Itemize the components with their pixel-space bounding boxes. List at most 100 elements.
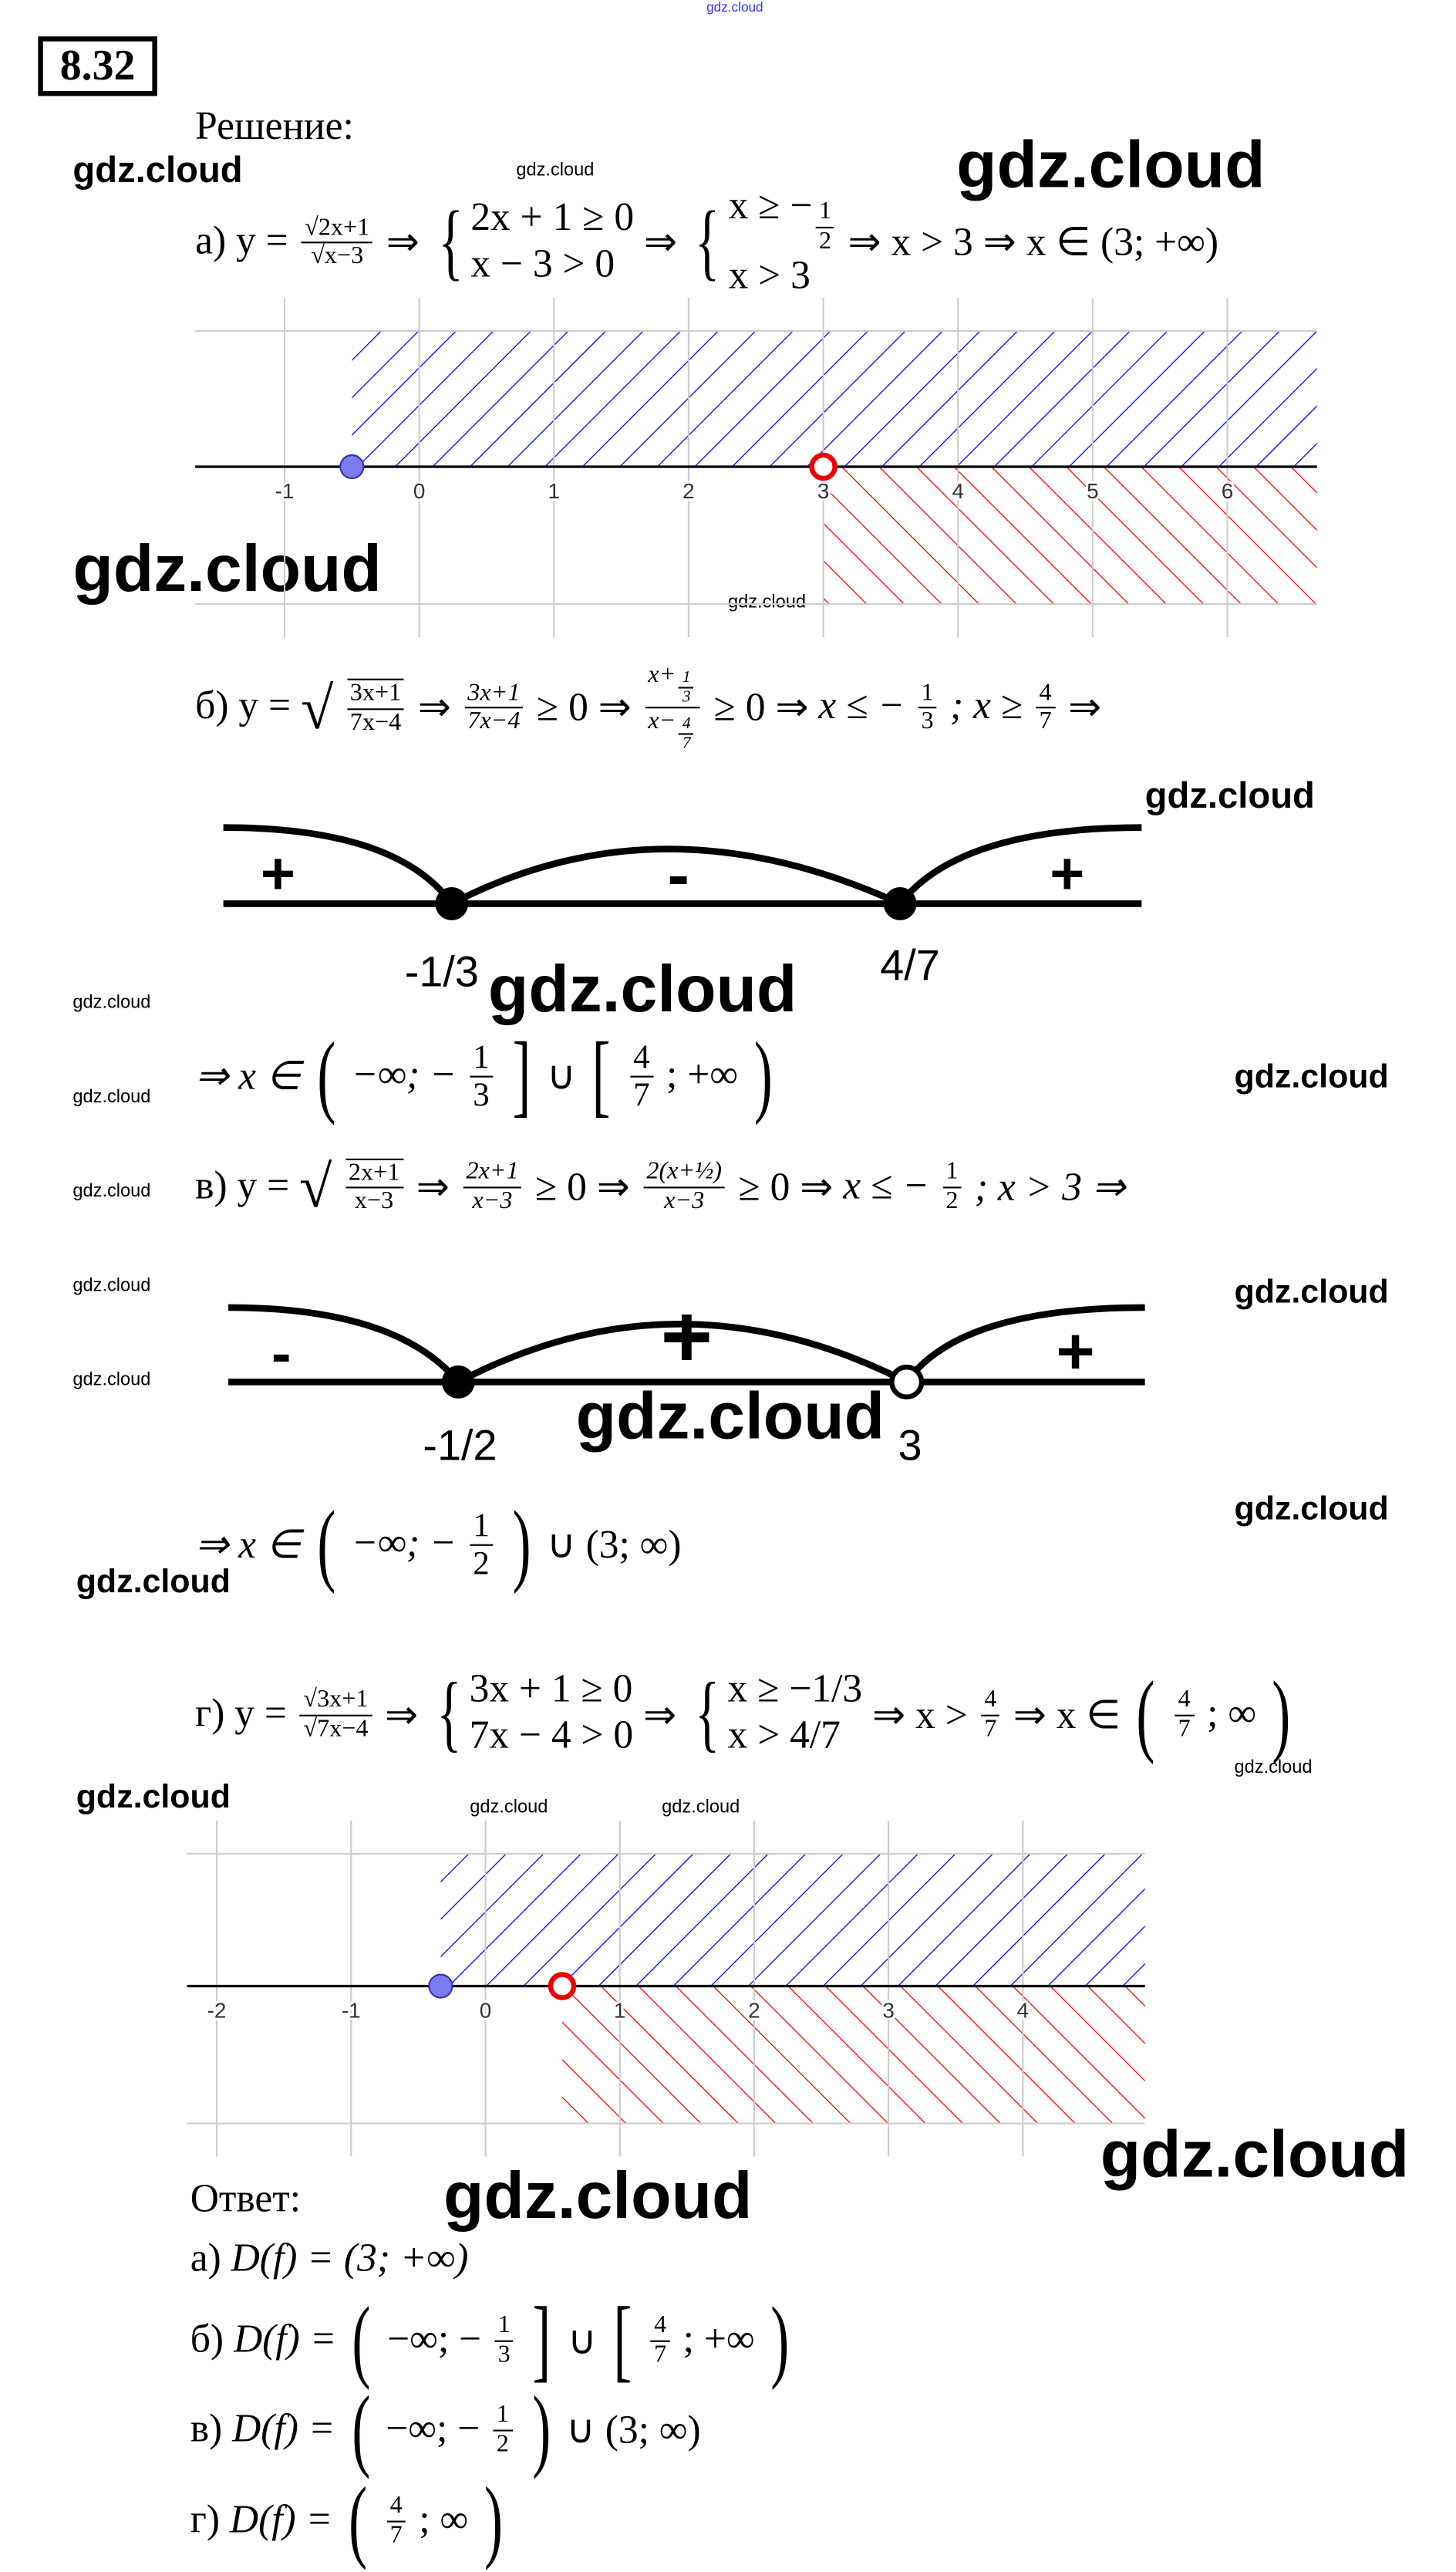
- denominator: √x−3: [311, 244, 364, 271]
- sign-label: +: [261, 841, 295, 907]
- math-text: ≥ 0 ⇒: [738, 1166, 834, 1210]
- blue-hatch-region: [352, 331, 1317, 467]
- numerator: 3x+1: [463, 680, 524, 709]
- numerator: 1: [679, 669, 694, 689]
- math-text: ⇒ x ∈: [195, 1523, 301, 1567]
- denominator: 2: [945, 1187, 959, 1214]
- red-hatch-region: [823, 467, 1317, 605]
- implies: ⇒: [386, 222, 420, 265]
- math-text: ≥ 0 ⇒: [713, 687, 809, 731]
- point-label: -1/2: [423, 1421, 497, 1469]
- answer-label: Ответ:: [190, 2178, 302, 2222]
- fraction: √3x+1√7x−4: [300, 1686, 372, 1743]
- math-text: ⇒ x ∈: [1013, 1693, 1121, 1737]
- denominator: x−3: [472, 1187, 513, 1214]
- math-text: ≥ 0 ⇒: [536, 687, 632, 731]
- math-text: ; +∞: [682, 2317, 755, 2361]
- part-label: а): [190, 2237, 221, 2281]
- math-text: −∞; −: [351, 1053, 457, 1097]
- part-label: в): [190, 2407, 223, 2451]
- implies: ⇒: [1068, 687, 1102, 731]
- part-label: а) y =: [195, 220, 288, 264]
- watermark: gdz.cloud: [1234, 1491, 1389, 1528]
- watermark-top: gdz.cloud: [706, 0, 763, 15]
- watermark: gdz.cloud: [1234, 1059, 1389, 1096]
- filled-point: [339, 454, 365, 480]
- union: ∪: [568, 2319, 597, 2363]
- numerator: 3x+1: [346, 680, 405, 710]
- watermark: gdz.cloud: [72, 1181, 151, 1202]
- open-point: [809, 452, 838, 481]
- denominator: x−3: [354, 1188, 394, 1215]
- denominator: 2: [818, 227, 832, 255]
- numerator: 2x+1: [345, 1159, 403, 1189]
- math-text: x ≤ −: [818, 685, 905, 728]
- watermark: gdz.cloud: [470, 1797, 548, 1818]
- numerator: 1: [493, 2402, 513, 2431]
- denominator: 3: [497, 2341, 511, 2368]
- closed-point: [441, 1365, 475, 1399]
- open-point: [548, 1972, 577, 2000]
- watermark: gdz.cloud: [72, 1276, 151, 1296]
- closed-point: [435, 886, 469, 920]
- numerator: √3x+1: [300, 1686, 372, 1716]
- numerator: 4: [386, 2493, 406, 2522]
- denominator: √7x−4: [303, 1715, 369, 1743]
- math-text: ; x > 3 ⇒: [974, 1166, 1126, 1210]
- denominator: 3: [921, 708, 934, 735]
- math-text: ∪ (3; ∞): [547, 1523, 682, 1567]
- problem-number: 8.32: [38, 36, 157, 96]
- part-label: в) y =: [195, 1164, 290, 1208]
- text: x+: [648, 662, 676, 689]
- tick-label: 3: [817, 479, 830, 503]
- implies: ⇒: [417, 687, 451, 731]
- numerator: 2(x+½): [643, 1159, 726, 1188]
- denominator: 2: [473, 1544, 490, 1581]
- denominator: 7: [633, 1076, 650, 1113]
- implies: ⇒: [643, 1693, 677, 1737]
- numerator: 1: [494, 2312, 514, 2341]
- sign-chart-b: + - + -1/3 4/7: [223, 824, 1142, 996]
- implies: ⇒: [643, 222, 678, 265]
- watermark: gdz.cloud: [443, 2159, 753, 2233]
- tick-label: 6: [1222, 479, 1234, 503]
- denominator: 7: [682, 734, 691, 754]
- red-hatch-region: [562, 1986, 1145, 2124]
- numerator: √2x+1: [301, 214, 373, 245]
- watermark: gdz.cloud: [487, 953, 797, 1027]
- tick-label: 2: [682, 479, 695, 503]
- solution-label: Решение:: [195, 106, 354, 150]
- math-text: ⇒ x >: [872, 1693, 968, 1737]
- point-label: -1/3: [405, 948, 479, 996]
- numerator: 1: [815, 198, 835, 228]
- watermark: gdz.cloud: [1100, 2118, 1410, 2192]
- sign-label: +: [1050, 841, 1084, 907]
- math-text: ; +∞: [666, 1053, 738, 1097]
- watermark: gdz.cloud: [575, 1380, 885, 1453]
- watermark: gdz.cloud: [1234, 1757, 1313, 1778]
- numerator: 1: [918, 680, 937, 709]
- system-row: x ≥ −1/3: [727, 1669, 863, 1713]
- tick-label: 4: [1017, 1998, 1030, 2022]
- math-text: −∞; −: [351, 1521, 457, 1565]
- math-text: ⇒ x ∈: [195, 1055, 301, 1099]
- sign-chart-v: - + + -1/2 3: [228, 1286, 1145, 1469]
